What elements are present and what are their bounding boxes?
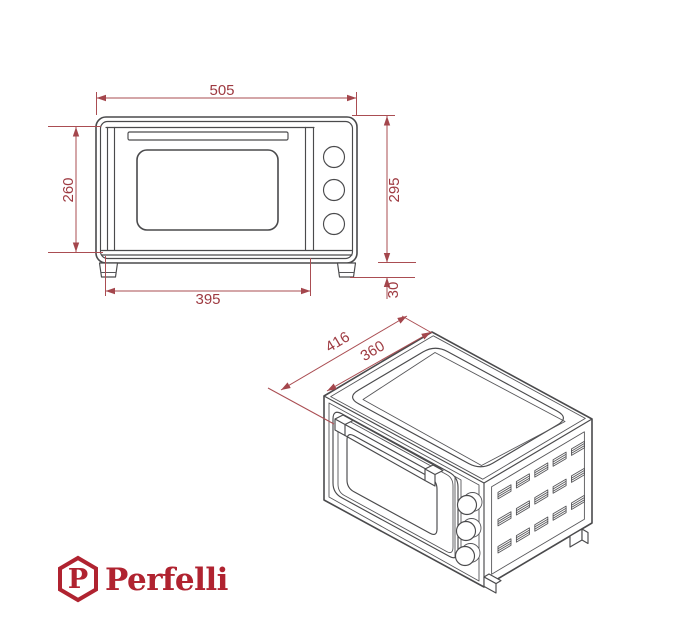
control-knob-top — [322, 145, 346, 169]
foot-right — [336, 262, 357, 278]
dim-overall-width: 505 — [96, 82, 357, 115]
foot-left — [98, 262, 119, 278]
side-face-rim — [491, 431, 585, 575]
door-right-trim — [304, 126, 315, 251]
iso-door-edge-trim — [454, 476, 462, 561]
door-window — [136, 149, 279, 231]
control-knob-bottom — [322, 212, 346, 236]
dim-body-height-label: 295 — [386, 177, 403, 202]
brand-logo: P Perfelli — [58, 555, 228, 603]
door-left-trim — [106, 126, 116, 251]
logo-monogram: P — [68, 564, 88, 595]
door-handle — [127, 131, 289, 141]
dim-body-height: 295 — [352, 115, 416, 263]
iso-control-knobs — [454, 492, 483, 567]
front-face-rim — [328, 402, 480, 582]
isometric-view-drawing: 416 360 — [267, 315, 593, 594]
iso-door-frame — [332, 411, 459, 559]
dim-base-width: 395 — [105, 256, 311, 308]
dim-feet-height: 30 — [350, 277, 415, 299]
front-view-drawing: 505 260 295 30 395 — [48, 82, 416, 308]
dim-total-depth-label: 416 — [323, 328, 353, 355]
iso-foot-front — [483, 573, 502, 594]
dim-overall-width-label: 505 — [209, 82, 234, 99]
control-knob-middle — [322, 178, 346, 202]
logo-wordmark: Perfelli — [105, 562, 228, 598]
iso-door-handle — [334, 414, 444, 487]
dim-base-width-label: 395 — [195, 291, 220, 308]
oven-body-inner-line — [99, 120, 354, 260]
iso-foot-back — [569, 528, 589, 548]
dim-door-height: 260 — [48, 126, 103, 253]
dim-door-height-label: 260 — [60, 177, 77, 202]
door-bottom-trim — [100, 249, 353, 256]
dim-feet-height-label: 30 — [385, 282, 402, 299]
perfelli-badge-icon — [58, 555, 98, 603]
